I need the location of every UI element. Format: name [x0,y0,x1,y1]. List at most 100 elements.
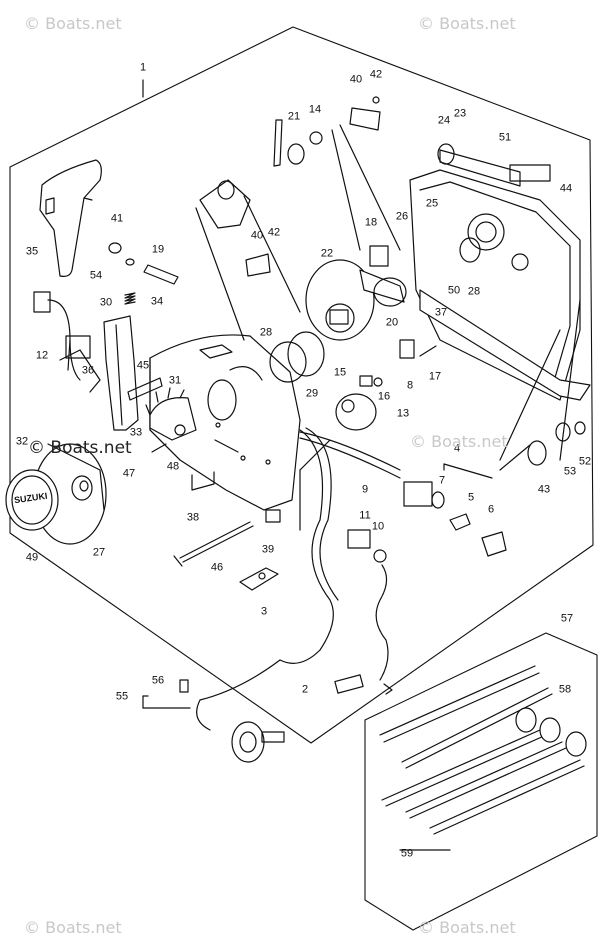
part-label-38: 38 [186,511,200,524]
harness-2 [196,427,364,731]
part-label-n52: 52 [578,455,592,468]
part-label-35: 35 [25,245,39,258]
gear-31 [145,387,197,441]
part-label-30: 30 [99,296,113,309]
pin-19 [143,264,179,285]
grommet-39 [265,509,281,523]
bracket-30 [103,315,139,431]
part-label-10: 10 [371,520,385,533]
part-label-36: 36 [81,364,95,377]
part-label-49: 49 [25,551,39,564]
ring-20 [373,277,407,307]
part-label-42: 42 [369,68,383,81]
screw-47 [151,443,167,453]
part-label-25: 25 [425,197,439,210]
part-label-23: 23 [453,107,467,120]
part-label-5: 5 [467,491,475,504]
part-label-55: 55 [115,690,129,703]
arm-33 [127,377,163,401]
part-label-45: 45 [136,359,150,372]
assembly-outline [9,26,594,744]
bolt-46 [173,521,254,567]
buzzer-13 [299,393,401,479]
part-label-34: 34 [150,295,164,308]
clip-38 [191,471,215,491]
part-label-56: 56 [151,674,165,687]
part-label-3: 3 [260,605,268,618]
part-label-18: 18 [364,216,378,229]
part-label-2: 2 [301,683,309,696]
switch-8 [399,339,415,359]
watermark-top-right: © Boats.net [418,14,516,33]
part-label-32: 32 [15,435,29,448]
control-box [149,334,301,511]
bracket-40-top [349,107,381,131]
part-label-13: 13 [396,407,410,420]
part-label-22: 22 [320,247,334,260]
switch-harness [33,291,101,393]
part-18 [359,245,405,303]
spring-34 [124,292,136,305]
ring-28 [269,341,307,383]
lanyard-switch [347,529,393,695]
part-label-6: 6 [487,503,495,516]
part-label-41: 41 [110,212,124,225]
shaft-24 [439,149,521,187]
screw-16 [373,377,383,387]
watermark-mid-left: © Boats.net [28,438,132,458]
kit-outline [364,632,598,931]
plate-22 [305,259,375,341]
part-label-26: 26 [395,210,409,223]
part-label-n42b: 42 [267,226,281,239]
part-label-50: 50 [447,284,461,297]
plate-upper [199,179,251,229]
clip-15 [359,375,373,387]
part-label-47: 47 [122,467,136,480]
part-label-n28b: 28 [467,285,481,298]
kit-ties-59 [379,665,585,835]
washers-right [527,421,586,466]
part-label-48: 48 [166,460,180,473]
part-label-39: 39 [261,543,275,556]
part-label-15: 15 [333,366,347,379]
part-label-28: 28 [259,326,273,339]
part-label-29: 29 [305,387,319,400]
part-label-n14: 14 [308,103,322,116]
watermark-bottom-right: © Boats.net [418,918,516,937]
watermark-bottom-left: © Boats.net [24,918,122,937]
part-label-n40b: 40 [250,229,264,242]
part-label-12: 12 [35,349,49,362]
part-label-40: 40 [349,73,363,86]
part-label-59: 59 [400,847,414,860]
part-label-19: 19 [151,243,165,256]
part-label-53: 53 [563,465,577,478]
handle-35 [39,159,102,277]
part-label-8: 8 [406,379,414,392]
part-label-9: 9 [361,483,369,496]
part-label-57: 57 [560,612,574,625]
part-label-54: 54 [89,269,103,282]
part-label-7: 7 [438,474,446,487]
part-label-20: 20 [385,316,399,329]
screw-17 [419,345,437,357]
rail-37 [419,289,591,401]
lever-21 [273,119,323,167]
part-label-43: 43 [537,483,551,496]
part-label-17: 17 [428,370,442,383]
part-label-31: 31 [168,374,182,387]
plug-55 [179,679,285,763]
part-label-21: 21 [287,110,301,123]
part-label-27: 27 [92,546,106,559]
ring-29 [287,331,325,377]
washer-41 [108,242,122,254]
part-label-46: 46 [210,561,224,574]
part-label-1: 1 [139,61,147,74]
part-label-16: 16 [377,390,391,403]
part-label-37: 37 [434,306,448,319]
side-cover [409,169,581,401]
part-label-33: 33 [129,426,143,439]
watermark-mid-right: © Boats.net [410,432,508,451]
watermark-top-left: © Boats.net [24,14,122,33]
